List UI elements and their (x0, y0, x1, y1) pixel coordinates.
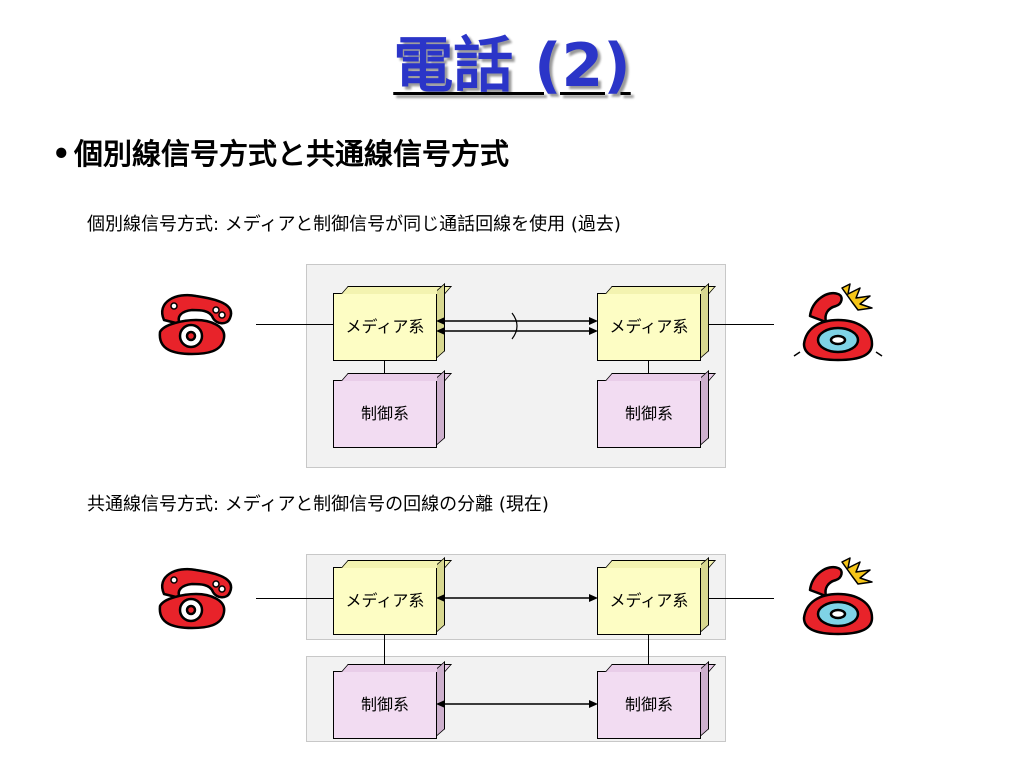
trunk-arrowhead-right-upper (589, 317, 598, 325)
right-phone-line-2 (697, 598, 774, 599)
left-media-box-2: メディア系 (333, 567, 437, 635)
bundle-bracket (511, 312, 518, 340)
left-control-box: 制御系 (333, 380, 437, 448)
ringing-phone-icon-2 (802, 557, 874, 636)
right-media-box: メディア系 (597, 293, 701, 361)
signaling-link-arrow (436, 700, 598, 708)
left-control-label: 制御系 (360, 404, 409, 423)
bullet-marker: • (52, 137, 71, 171)
bullet-text: 個別線信号方式と共通線信号方式 (74, 137, 510, 171)
common-signaling-caption: 共通線信号方式: メディアと制御信号の回線の分離 (現在) (87, 494, 549, 515)
left-phone-line (256, 324, 333, 325)
slide-title: 電話 (2) (0, 30, 1024, 102)
left-media-control-link-2 (384, 633, 385, 674)
rotary-phone-icon-2 (158, 567, 233, 630)
right-media-label: メディア系 (609, 317, 689, 336)
left-control-label-2: 制御系 (360, 695, 409, 714)
trunk-arrowhead-right-lower (589, 327, 598, 335)
right-media-control-link-2 (648, 633, 649, 674)
left-media-control-link (384, 359, 385, 377)
slide-title-text: 電話 (2) (393, 31, 631, 101)
right-control-box: 制御系 (597, 380, 701, 448)
rotary-phone-icon (158, 293, 233, 356)
right-media-box-2: メディア系 (597, 567, 701, 635)
left-phone-line-2 (256, 598, 333, 599)
left-media-label-2: メディア系 (345, 591, 425, 610)
shared-trunk-arrows (436, 312, 598, 340)
right-control-label-2: 制御系 (624, 695, 673, 714)
right-control-box-2: 制御系 (597, 671, 701, 739)
bullet-item: •個別線信号方式と共通線信号方式 (52, 134, 509, 174)
individual-signaling-caption: 個別線信号方式: メディアと制御信号が同じ通話回線を使用 (過去) (87, 214, 621, 235)
right-media-label-2: メディア系 (609, 591, 689, 610)
left-media-label: メディア系 (345, 317, 425, 336)
right-media-control-link (648, 359, 649, 377)
media-trunk-arrow (436, 594, 598, 602)
left-media-box: メディア系 (333, 293, 437, 361)
right-control-label: 制御系 (624, 404, 673, 423)
left-control-box-2: 制御系 (333, 671, 437, 739)
trunk-arrowhead-left-lower (436, 327, 445, 335)
trunk-arrowhead-left-upper (436, 317, 445, 325)
ringing-phone-icon (793, 283, 883, 362)
right-phone-line (697, 324, 774, 325)
